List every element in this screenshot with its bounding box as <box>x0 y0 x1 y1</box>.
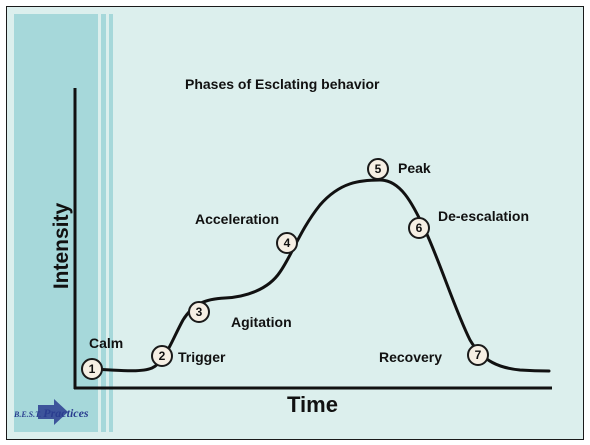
phase-label-de-escalation: De-escalation <box>438 208 530 224</box>
phase-marker-4: 4 <box>276 232 298 254</box>
phase-label-calm: Calm <box>89 335 124 351</box>
y-axis-label: Intensity <box>50 202 73 290</box>
logo-prefix: B.E.S.T. <box>14 410 42 419</box>
phase-marker-7: 7 <box>467 344 489 366</box>
phase-marker-1: 1 <box>81 358 103 380</box>
phase-marker-2: 2 <box>151 345 173 367</box>
sidebar-stripe <box>109 14 113 432</box>
arrow-icon <box>38 399 68 425</box>
logo-suffix: Practices <box>43 406 89 420</box>
phase-label-agitation: Agitation <box>231 314 292 330</box>
phase-label-peak: Peak <box>398 160 431 176</box>
phase-label-acceleration: Acceleration <box>195 211 280 227</box>
phase-label-trigger: Trigger <box>178 349 226 365</box>
x-axis-label: Time <box>287 392 338 417</box>
sidebar-stripe <box>101 14 106 432</box>
phase-marker-6: 6 <box>408 217 430 239</box>
phase-marker-3: 3 <box>188 301 210 323</box>
phase-marker-5: 5 <box>367 158 389 180</box>
phase-label-recovery: Recovery <box>379 349 443 365</box>
logo-text: B.E.S.T.Practices <box>14 406 89 421</box>
diagram-title: Phases of Esclating behavior <box>185 76 380 92</box>
best-practices-logo: B.E.S.T.Practices <box>14 395 124 429</box>
